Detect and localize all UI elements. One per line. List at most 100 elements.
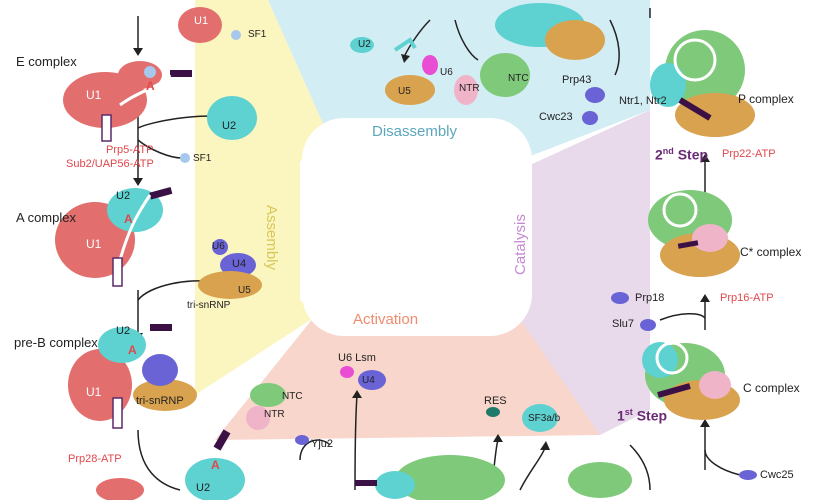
u1-top-blob: [178, 7, 222, 43]
arrowhead: [493, 434, 503, 442]
phase-catalysis: Catalysis: [512, 214, 529, 275]
act-ntc: [250, 383, 286, 407]
label-second-step: 2nd Step: [655, 146, 709, 163]
preb-exon2: [112, 397, 123, 429]
c-u2: [642, 342, 678, 378]
label-sf1-top: SF1: [248, 29, 267, 40]
arrow-u2-release: [404, 19, 431, 56]
label-p-complex: P complex: [738, 92, 794, 106]
c-rna-loop: [655, 341, 689, 375]
label-u2-a: U2: [116, 190, 131, 202]
label-preb-complex: pre-B complex: [14, 335, 98, 350]
act-sf3ab: [522, 404, 558, 432]
dis-ntc: [480, 53, 530, 97]
center-panel: [302, 118, 532, 336]
label-a-complex: A complex: [16, 210, 76, 225]
dis-cwc23: [582, 111, 598, 125]
u6-blob: [212, 239, 228, 255]
dis-u2: [350, 37, 374, 53]
label-u6-lsm: U6 Lsm: [338, 352, 376, 364]
arrow-c-out: [629, 444, 651, 491]
arrow-sf3-release: [519, 447, 546, 491]
arrow-yju2: [299, 439, 331, 461]
label-ntc-act: NTC: [282, 391, 303, 402]
label-u1-e: U1: [86, 88, 102, 102]
label-prp43: Prp43: [562, 74, 592, 86]
label-prp28: Prp28-ATP: [68, 453, 122, 465]
label-a-preb: A: [128, 343, 137, 357]
label-res: RES: [484, 395, 507, 407]
arrowhead: [352, 390, 362, 398]
label-tri-snrnp-preb: tri-snRNP: [136, 395, 184, 407]
label-u1-preb: U1: [86, 385, 102, 399]
act-u4: [358, 370, 386, 390]
e-exon2: [101, 114, 112, 142]
arrow-u6lsm-release: [354, 394, 358, 491]
label-cstar-complex: C* complex: [740, 245, 802, 259]
dis-top-u5: [545, 20, 605, 60]
label-ntr1-ntr2: Ntr1, Ntr2: [619, 95, 667, 107]
arrowhead: [133, 48, 143, 56]
label-tri-snrnp: tri-snRNP: [187, 300, 231, 311]
label-e-complex: E complex: [16, 54, 77, 69]
dis-u5: [385, 75, 435, 105]
arrow-prp43: [609, 19, 620, 76]
e-sf1-dot: [144, 66, 156, 78]
preb-exon: [150, 324, 172, 331]
arrow-sf1-out: [137, 139, 183, 159]
label-ntr-act: NTR: [264, 409, 285, 420]
label-first-step: 1st Step: [617, 407, 668, 424]
label-sf1-mid: SF1: [193, 153, 212, 164]
b-exon: [213, 429, 231, 451]
p-rna-loop: [673, 38, 717, 82]
e-exon: [170, 70, 192, 77]
b-u1: [96, 478, 144, 500]
label-sub2: Sub2/UAP56-ATP: [66, 158, 154, 170]
p-u5: [675, 93, 755, 137]
u5-blob: [198, 271, 262, 299]
sf1-top-dot: [231, 30, 241, 40]
slu7-blob: [640, 319, 656, 331]
a-exon: [149, 187, 173, 200]
label-u6: U6: [212, 241, 225, 252]
label-a-bottom: A: [211, 458, 220, 472]
arrowhead: [540, 441, 550, 450]
act-u6lsm: [340, 366, 354, 378]
p-u2: [650, 63, 686, 107]
arrow-prp18-join: [659, 313, 706, 321]
label-prp18: Prp18: [635, 292, 665, 304]
label-u1-a: U1: [86, 237, 102, 251]
label-u1-top: U1: [194, 15, 209, 27]
e-complex-u1: [63, 72, 147, 128]
a-exon2: [112, 257, 123, 287]
prp18-blob: [611, 292, 629, 304]
cwc25-blob: [739, 470, 757, 480]
label-u4-act: U4: [362, 375, 375, 386]
c-exon: [657, 383, 691, 398]
preb-u4: [142, 354, 178, 386]
label-cwc23: Cwc23: [539, 111, 573, 123]
act-ntr: [246, 406, 270, 430]
arrowhead: [133, 178, 143, 186]
label-yju2: Yju2: [311, 438, 334, 450]
arrowhead: [700, 294, 710, 302]
bottom-right-complex: [568, 462, 632, 498]
label-u5-dis: U5: [398, 86, 411, 97]
label-u2-bottom: U2: [196, 482, 211, 494]
arrowhead: [700, 154, 710, 162]
phase-disassembly: Disassembly: [372, 123, 458, 140]
activation-region: [215, 312, 600, 440]
arrow-to-b: [137, 429, 181, 491]
preb-u2: [98, 327, 146, 363]
sf1-mid-dot: [180, 153, 190, 163]
u4-blob: [220, 253, 256, 277]
phase-assembly: Assembly: [263, 205, 280, 271]
cstar-rna-loop: [662, 192, 698, 228]
c-ntr: [699, 371, 731, 399]
label-u2-dis: U2: [358, 39, 371, 50]
label-u2-preb: U2: [116, 325, 131, 337]
label-a-e: A: [146, 79, 155, 93]
act-exon: [355, 480, 377, 486]
cstar-ntr: [692, 224, 728, 252]
